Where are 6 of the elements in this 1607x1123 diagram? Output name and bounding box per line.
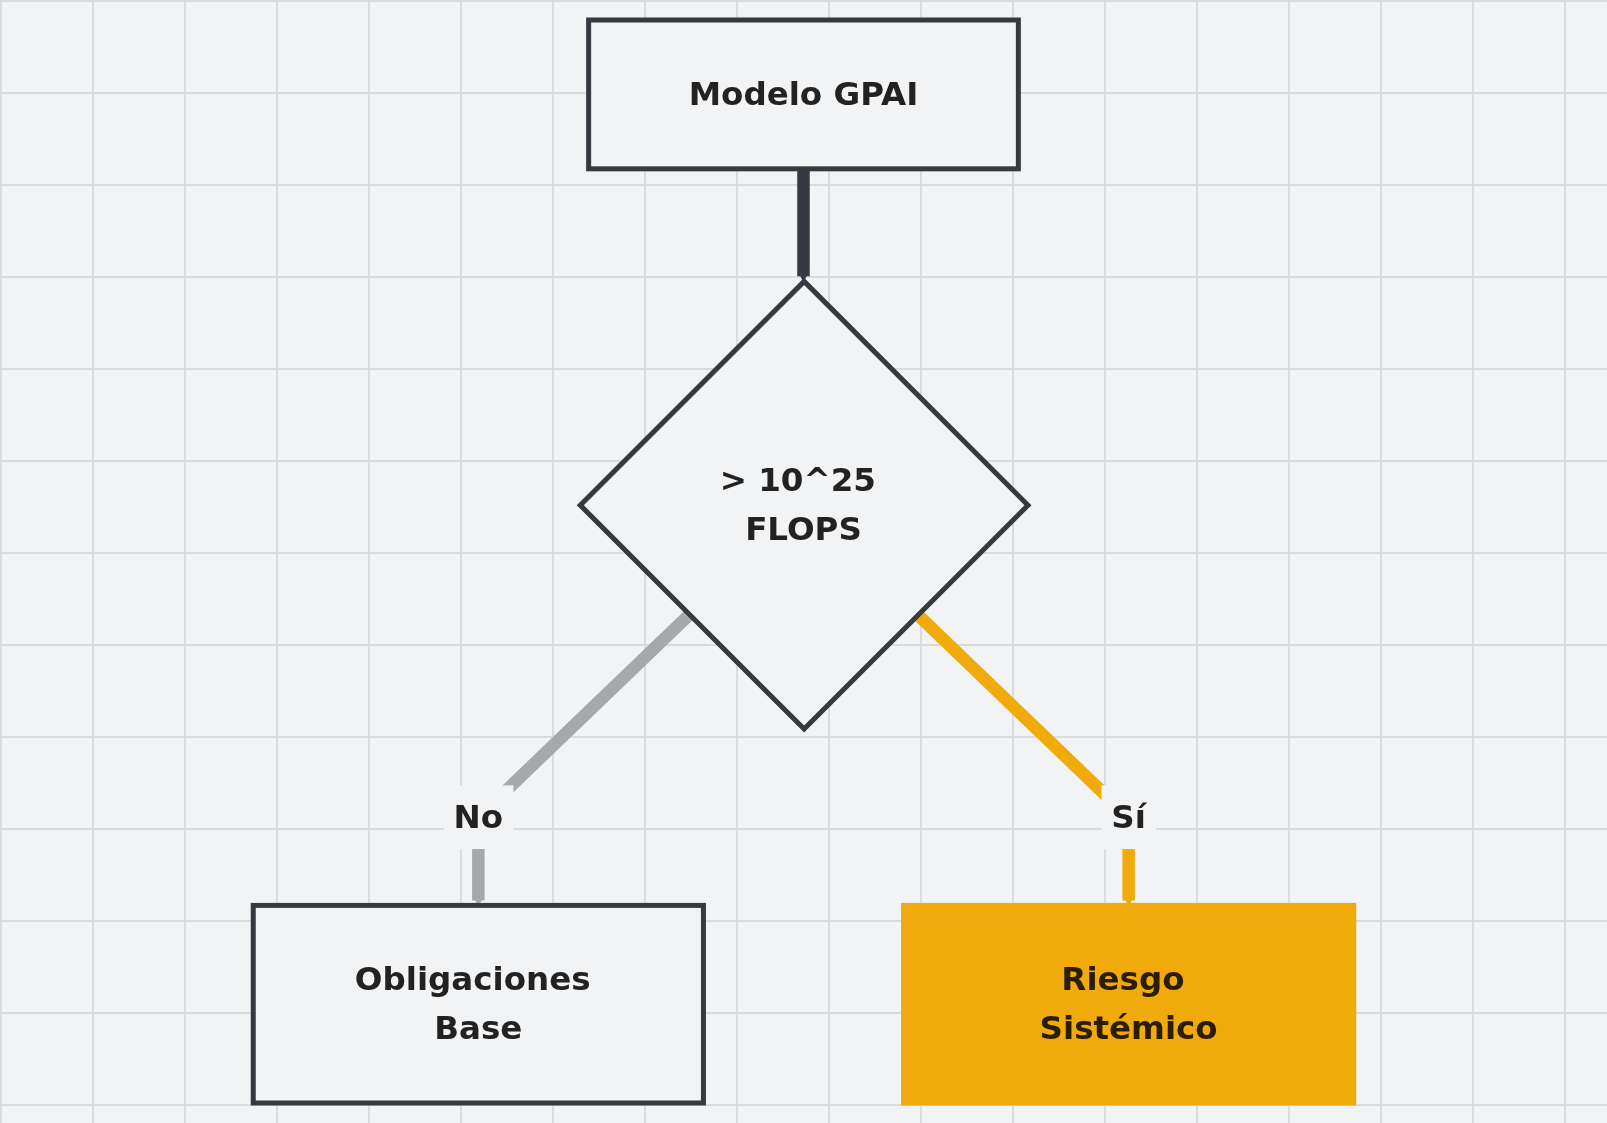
edge-label: Sí [1111,797,1146,836]
node-box: Obligaciones Base [250,902,706,1106]
edge-label: No [453,797,504,836]
node-box: Modelo GPAI [586,17,1021,172]
node-box: Riesgo Sistémico [901,902,1357,1106]
node-diamond: > 10^25 FLOPS [576,277,1032,733]
